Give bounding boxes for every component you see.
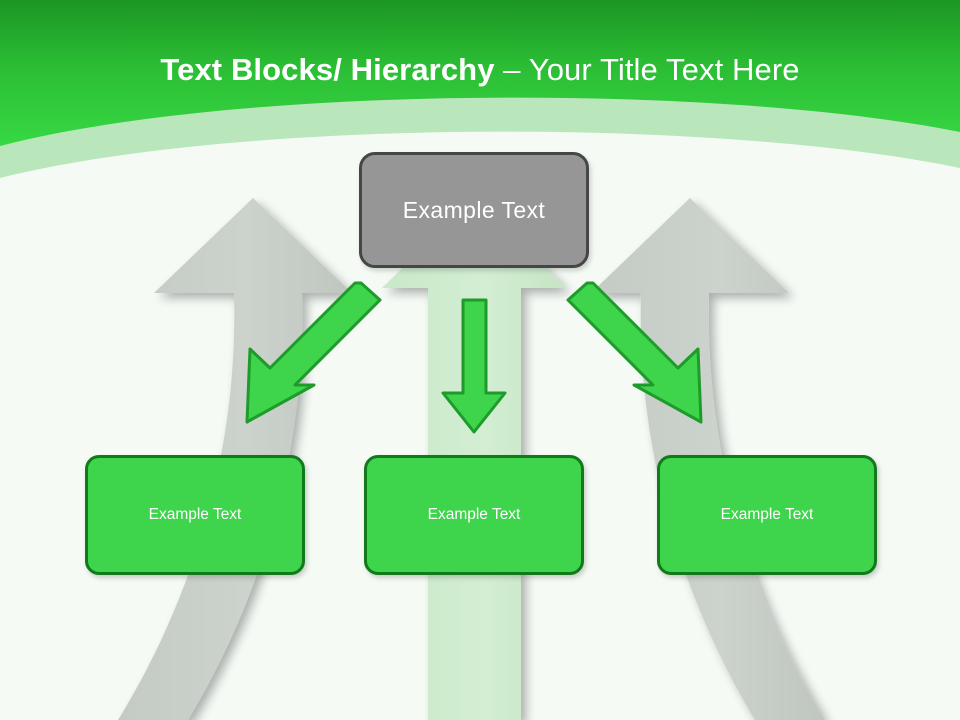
header-green-area [0,0,960,146]
title-regular-part: – Your Title Text Here [503,52,800,87]
connector-down[interactable] [441,298,507,434]
node-box-left-label: Example Text [148,506,242,523]
node-box-top-label: Example Text [402,196,546,223]
connector-down-left[interactable] [245,281,382,424]
connector-down-right[interactable] [566,281,703,424]
title-bold-part: Text Blocks/ Hierarchy [160,52,504,87]
page-title: Text Blocks/ Hierarchy – Your Title Text… [0,50,960,90]
node-box-center[interactable]: Example Text [364,455,584,575]
node-box-center-label: Example Text [427,506,521,523]
node-box-left[interactable]: Example Text [85,455,305,575]
node-box-right[interactable]: Example Text [657,455,877,575]
node-box-top[interactable]: Example Text [359,152,589,268]
node-box-right-label: Example Text [720,506,814,523]
